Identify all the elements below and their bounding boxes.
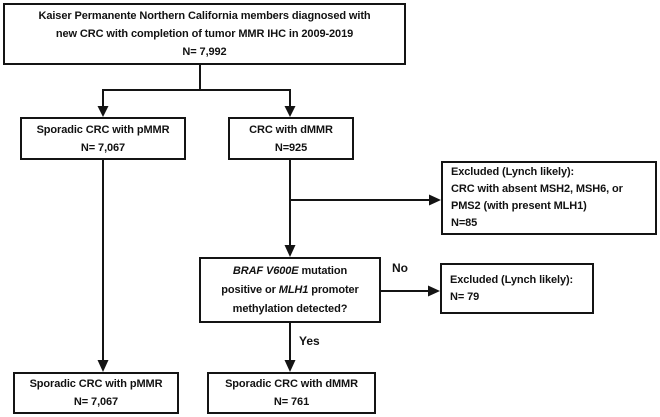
gene-name-italic: MLH1: [278, 283, 309, 296]
sporadic-pmmr-box: Sporadic CRC with pMMR N= 7,067: [20, 117, 186, 160]
arrowhead-excluded-msh: [429, 194, 441, 206]
no-edge-label: No: [392, 261, 408, 275]
arrowhead-excluded-79: [428, 285, 440, 297]
box-count-line: N=925: [274, 141, 308, 154]
arrowhead-pmmr: [97, 106, 109, 117]
crc-dmmr-box: CRC with dMMR N=925: [228, 117, 354, 160]
box-text-segment: promoter: [308, 283, 359, 296]
box-text-line: Sporadic CRC with dMMR: [225, 378, 358, 390]
box-text-line: positive or MLH1 promoter: [221, 281, 359, 300]
excluded-msh-box: Excluded (Lynch likely): CRC with absent…: [441, 161, 657, 235]
cohort-top-box: Kaiser Permanente Northern California me…: [3, 3, 406, 65]
arrowhead-bottom-dmmr: [284, 360, 296, 372]
box-count-line: N= 79: [450, 290, 480, 303]
final-sporadic-dmmr-box: Sporadic CRC with dMMR N= 761: [207, 372, 376, 414]
box-text-segment: mutation: [298, 264, 348, 277]
final-sporadic-pmmr-box: Sporadic CRC with pMMR N= 7,067: [13, 372, 179, 414]
box-text-line: Excluded (Lynch likely):: [450, 273, 574, 286]
box-text-line: Sporadic CRC with pMMR: [29, 378, 163, 390]
braf-question-box: BRAF V600E mutation positive or MLH1 pro…: [199, 257, 381, 323]
box-count-line: N= 7,992: [182, 46, 227, 58]
box-count-line: N= 7,067: [73, 396, 119, 408]
box-count-line: N= 7,067: [80, 141, 126, 154]
arrowhead-braf: [284, 245, 296, 257]
box-text-line: PMS2 (with present MLH1): [451, 200, 587, 212]
arrowhead-dmmr: [284, 106, 296, 117]
box-text-line: CRC with dMMR: [249, 123, 333, 136]
box-text-line: Kaiser Permanente Northern California me…: [38, 10, 371, 22]
box-count-line: N= 761: [273, 396, 310, 408]
box-text-line: new CRC with completion of tumor MMR IHC…: [55, 28, 354, 40]
gene-name-italic: BRAF V600E: [232, 264, 299, 277]
box-count-line: N=85: [451, 217, 478, 229]
box-text-line: Sporadic CRC with pMMR: [36, 123, 170, 136]
box-text-line: methylation detected?: [232, 302, 348, 315]
box-text-line: BRAF V600E mutation: [233, 262, 347, 281]
box-text-segment: positive or: [221, 283, 279, 296]
yes-edge-label: Yes: [299, 334, 320, 348]
arrowhead-bottom-pmmr: [97, 360, 109, 372]
box-text-line: CRC with absent MSH2, MSH6, or: [451, 183, 623, 195]
box-text-line: Excluded (Lynch likely):: [451, 166, 575, 178]
excluded-79-box: Excluded (Lynch likely): N= 79: [440, 263, 594, 314]
